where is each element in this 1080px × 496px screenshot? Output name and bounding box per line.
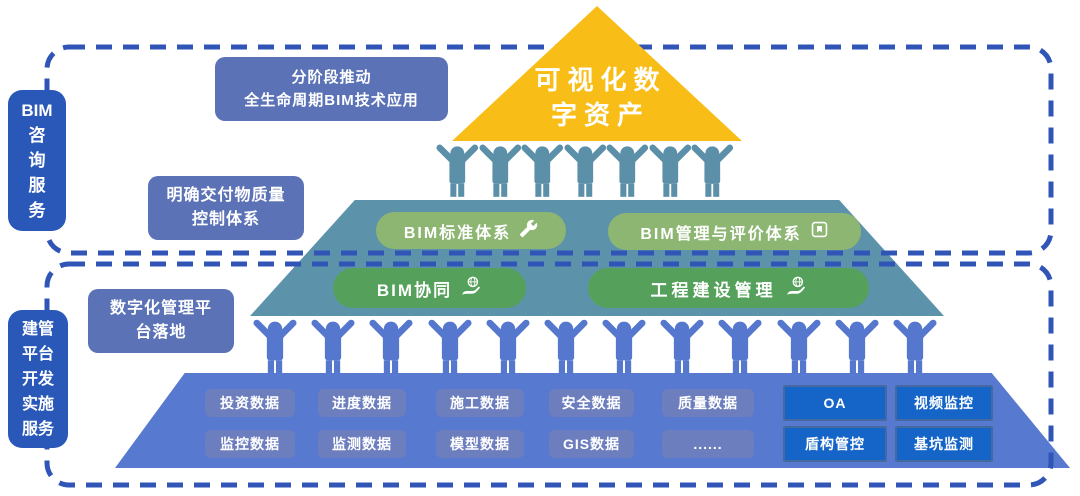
label-line: 开发 xyxy=(21,370,54,388)
data-box-monitoring-data: 监控数据 xyxy=(205,430,295,458)
person-figure-icon xyxy=(606,144,649,197)
label-line: 服务 xyxy=(21,420,54,438)
person-figure-icon xyxy=(602,319,646,374)
note-line: 全生命周期BIM技术应用 xyxy=(244,92,419,109)
note-line: 分阶段推动 xyxy=(291,68,372,86)
label-line: 询 xyxy=(28,151,46,170)
label-line: 服 xyxy=(28,176,46,195)
person-figure-icon xyxy=(311,319,355,374)
data-box-sensing-data: 监测数据 xyxy=(318,430,406,458)
label-line: BIM xyxy=(21,101,53,120)
label-line: 建管 xyxy=(21,320,54,338)
note-digital-platform-landing: 数字化管理平 台落地 xyxy=(88,289,234,353)
pill-label: 工程建设管理 xyxy=(650,280,777,300)
person-figure-icon xyxy=(564,144,606,197)
bookmark-icon xyxy=(810,220,829,244)
person-figure-icon xyxy=(835,319,879,374)
note-line: 数字化管理平 xyxy=(109,300,212,317)
hand-globe-icon xyxy=(785,275,807,302)
person-figure-icon xyxy=(521,144,564,197)
person-figure-icon xyxy=(893,319,937,374)
app-box-oa: OA xyxy=(783,385,887,421)
data-box-more-ellipsis: ...... xyxy=(662,430,754,458)
person-figure-icon xyxy=(436,144,479,197)
data-box-construction-data: 施工数据 xyxy=(436,389,524,417)
person-figure-icon xyxy=(649,144,692,197)
data-box-safety-data: 安全数据 xyxy=(549,389,634,417)
apex-title-line2: 字资产 xyxy=(550,99,650,130)
note-line: 台落地 xyxy=(135,324,187,341)
pill-label: BIM协同 xyxy=(376,280,453,300)
data-box-model-data: 模型数据 xyxy=(436,430,524,458)
data-box-gis-data: GIS数据 xyxy=(549,430,634,458)
pill-bim-standard-system: BIM标准体系 xyxy=(376,212,566,249)
note-line: 明确交付物质量 xyxy=(166,187,286,204)
person-figure-icon xyxy=(486,319,530,374)
person-figure-icon xyxy=(427,319,472,374)
person-figure-icon xyxy=(777,319,821,374)
app-box-video-monitoring: 视频监控 xyxy=(895,385,993,421)
data-box-progress-data: 进度数据 xyxy=(318,389,406,417)
person-figure-icon xyxy=(253,319,297,374)
person-figure-icon xyxy=(544,319,588,374)
pill-engineering-construction-management: 工程建设管理 xyxy=(588,268,869,308)
label-line: 咨 xyxy=(28,126,46,145)
person-figure-icon xyxy=(691,144,734,197)
label-line: 务 xyxy=(28,201,46,220)
person-figure-icon xyxy=(369,319,413,374)
data-box-investment-data: 投资数据 xyxy=(205,389,295,417)
data-box-quality-data: 质量数据 xyxy=(662,389,754,417)
people-row-blue xyxy=(253,317,937,375)
pill-label: BIM管理与评价体系 xyxy=(640,225,802,243)
sidebar-label-platform-services: 建管 平台 开发 实施 服务 xyxy=(8,310,68,448)
person-figure-icon xyxy=(479,144,521,197)
people-row-teal xyxy=(436,141,734,199)
sidebar-label-bim-consulting: BIM 咨 询 服 务 xyxy=(8,90,66,231)
pill-bim-collaboration: BIM协同 xyxy=(333,268,526,308)
note-deliverable-quality-control: 明确交付物质量 控制体系 xyxy=(148,176,304,240)
pill-bim-management-evaluation-system: BIM管理与评价体系 xyxy=(608,213,861,250)
person-figure-icon xyxy=(660,319,704,374)
hand-globe-icon xyxy=(460,275,482,302)
app-box-shield-control: 盾构管控 xyxy=(783,426,887,462)
note-line: 控制体系 xyxy=(191,211,260,228)
apex-triangle: 可视化数 字资产 xyxy=(452,6,742,141)
app-box-pit-monitoring: 基坑监测 xyxy=(895,426,993,462)
person-figure-icon xyxy=(718,319,762,374)
pill-label: BIM标准体系 xyxy=(403,224,512,242)
note-phased-bim-application: 分阶段推动 全生命周期BIM技术应用 xyxy=(215,57,448,121)
label-line: 实施 xyxy=(21,395,54,413)
label-line: 平台 xyxy=(21,345,54,363)
wrench-icon xyxy=(519,219,538,243)
apex-title-line1: 可视化数 xyxy=(534,64,667,95)
